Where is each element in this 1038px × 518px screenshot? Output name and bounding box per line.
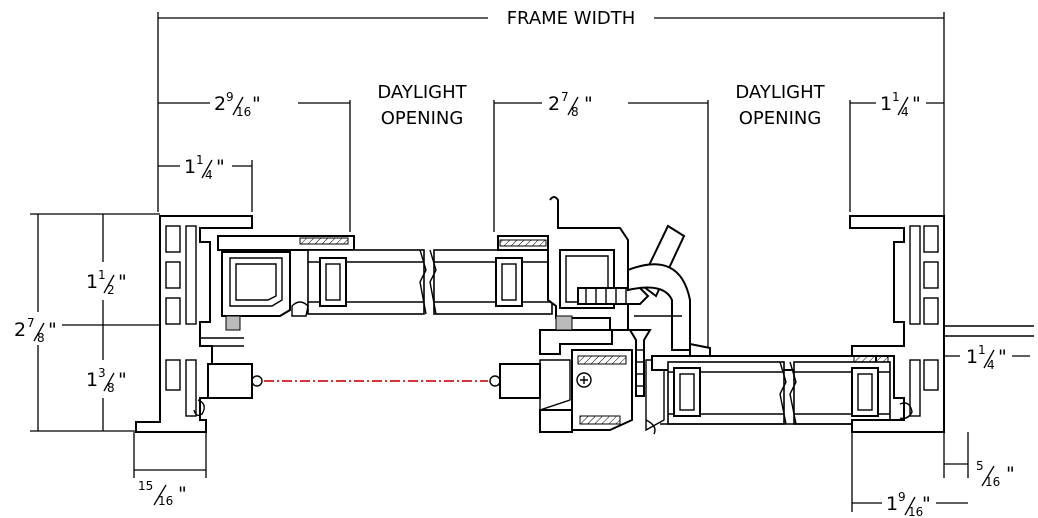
svg-text:2: 2: [548, 93, 560, 115]
right-glass-unit: [651, 355, 891, 425]
svg-text:2: 2: [107, 283, 115, 297]
dim-lower-height: 1 3 8 ": [86, 366, 127, 395]
svg-text:1: 1: [98, 268, 106, 282]
svg-text:": ": [912, 93, 921, 115]
svg-text:1: 1: [86, 369, 98, 391]
svg-text:16: 16: [985, 475, 1000, 489]
svg-text:": ": [1006, 463, 1015, 485]
svg-text:1: 1: [966, 346, 978, 368]
svg-text:": ": [998, 346, 1007, 368]
daylight-opening-2-line1: DAYLIGHT: [735, 82, 825, 103]
svg-text:": ": [178, 483, 187, 505]
svg-text:4: 4: [205, 168, 213, 182]
svg-text:15: 15: [138, 479, 153, 493]
svg-text:1: 1: [978, 343, 986, 357]
svg-text:": ": [118, 369, 127, 391]
svg-text:": ": [922, 493, 931, 515]
left-jamb-frame: [135, 215, 253, 433]
svg-text:7: 7: [561, 90, 569, 104]
svg-text:1: 1: [196, 153, 204, 167]
daylight-opening-1-line1: DAYLIGHT: [377, 82, 467, 103]
svg-text:": ": [584, 93, 593, 115]
svg-text:": ": [216, 156, 225, 178]
svg-text:1: 1: [184, 156, 196, 178]
daylight-opening-1-line2: OPENING: [381, 108, 464, 129]
lock-bar-assembly: [207, 363, 541, 399]
svg-text:16: 16: [158, 494, 173, 508]
svg-text:3: 3: [98, 366, 106, 380]
svg-text:4: 4: [901, 105, 909, 119]
svg-text:9: 9: [898, 490, 906, 504]
dimension-lines: [30, 12, 1030, 512]
svg-text:2: 2: [14, 319, 26, 341]
svg-text:1: 1: [880, 93, 892, 115]
svg-text:1: 1: [886, 493, 898, 515]
dim-left-small: 1 1 4 ": [184, 153, 225, 182]
svg-text:7: 7: [27, 316, 35, 330]
dim-top-left: 2 9 16 ": [214, 90, 261, 119]
dim-right-side: 1 1 4 ": [966, 343, 1007, 372]
left-sash: [217, 235, 355, 331]
svg-text:1: 1: [892, 90, 900, 104]
svg-text:8: 8: [571, 105, 579, 119]
dim-top-right: 1 1 4 ": [880, 90, 921, 119]
svg-text:9: 9: [226, 90, 234, 104]
svg-text:16: 16: [236, 105, 251, 119]
dim-right-small: 5 16 ": [976, 459, 1015, 489]
dim-upper-height: 1 1 2 ": [86, 268, 127, 297]
dim-top-mid: 2 7 8 ": [548, 90, 593, 119]
frame-width-label: FRAME WIDTH: [507, 8, 636, 29]
dim-bottom-left: 15 16 ": [138, 479, 187, 508]
left-glass-unit: [307, 249, 553, 315]
svg-text:1: 1: [86, 271, 98, 293]
labels: FRAME WIDTH DAYLIGHT OPENING DAYLIGHT OP…: [377, 8, 825, 129]
svg-text:": ": [48, 319, 57, 341]
svg-text:": ": [252, 93, 261, 115]
svg-text:4: 4: [987, 358, 995, 372]
svg-text:2: 2: [214, 93, 226, 115]
dimension-values: 2 9 16 " 2 7 8 " 1 1 4 " 1 1 4 ": [14, 90, 1015, 518]
svg-text:8: 8: [37, 331, 45, 345]
svg-text:8: 8: [107, 381, 115, 395]
svg-text:": ": [118, 271, 127, 293]
svg-text:16: 16: [908, 505, 923, 518]
dim-overall-height: 2 7 8 ": [14, 316, 57, 345]
svg-text:5: 5: [976, 459, 984, 473]
right-jamb-frame: [849, 215, 1034, 433]
daylight-opening-2-line2: OPENING: [739, 108, 822, 129]
dim-bottom-right: 1 9 16 ": [886, 490, 931, 518]
